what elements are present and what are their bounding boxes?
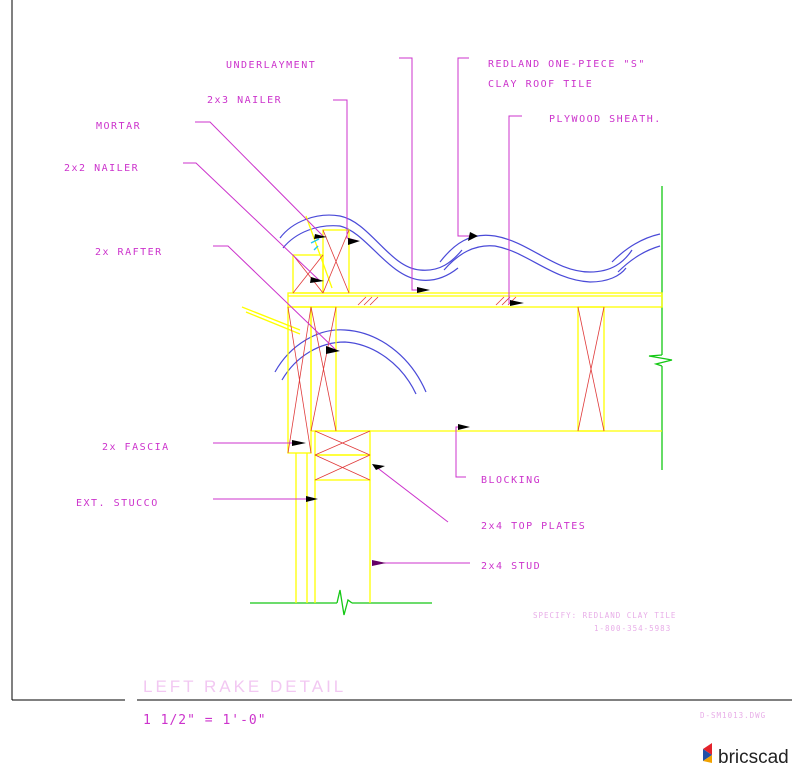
detail-title: LEFT RAKE DETAIL (143, 677, 346, 696)
break-lines (250, 186, 673, 616)
label-2x2-nailer: 2x2 NAILER (64, 163, 139, 174)
detail-scale: 1 1/2" = 1'-0" (143, 713, 267, 728)
label-plywood-sheathing: PLYWOOD SHEATH. (549, 114, 662, 125)
leader-arrowheads (292, 232, 524, 566)
label-tile-line2: CLAY ROOF TILE (488, 79, 593, 90)
sheet-border (11, 0, 792, 701)
label-2x3-nailer: 2x3 NAILER (207, 95, 282, 106)
spec-note-line2: 1-800-354-5983 (594, 624, 671, 633)
spec-note-line1: SPECIFY: REDLAND CLAY TILE (533, 611, 676, 620)
label-fascia: 2x FASCIA (102, 442, 170, 453)
drawing-file-name: D-SM1013.DWG (700, 711, 766, 720)
label-underlayment: UNDERLAYMENT (226, 60, 316, 71)
mortar-fill (310, 238, 320, 251)
label-ext-stucco: EXT. STUCCO (76, 498, 159, 509)
leader-lines (183, 57, 522, 564)
label-top-plates: 2x4 TOP PLATES (481, 521, 586, 532)
label-blocking: BLOCKING (481, 475, 541, 486)
label-mortar: MORTAR (96, 121, 141, 132)
roof-framing (241, 215, 663, 603)
bricscad-logo-icon (703, 743, 712, 763)
label-stud: 2x4 STUD (481, 561, 541, 572)
bricscad-wordmark: bricscad (718, 747, 789, 767)
clay-roof-tiles (274, 214, 661, 395)
label-tile-line1: REDLAND ONE-PIECE "S" (488, 59, 646, 70)
label-rafter: 2x RAFTER (95, 247, 163, 258)
